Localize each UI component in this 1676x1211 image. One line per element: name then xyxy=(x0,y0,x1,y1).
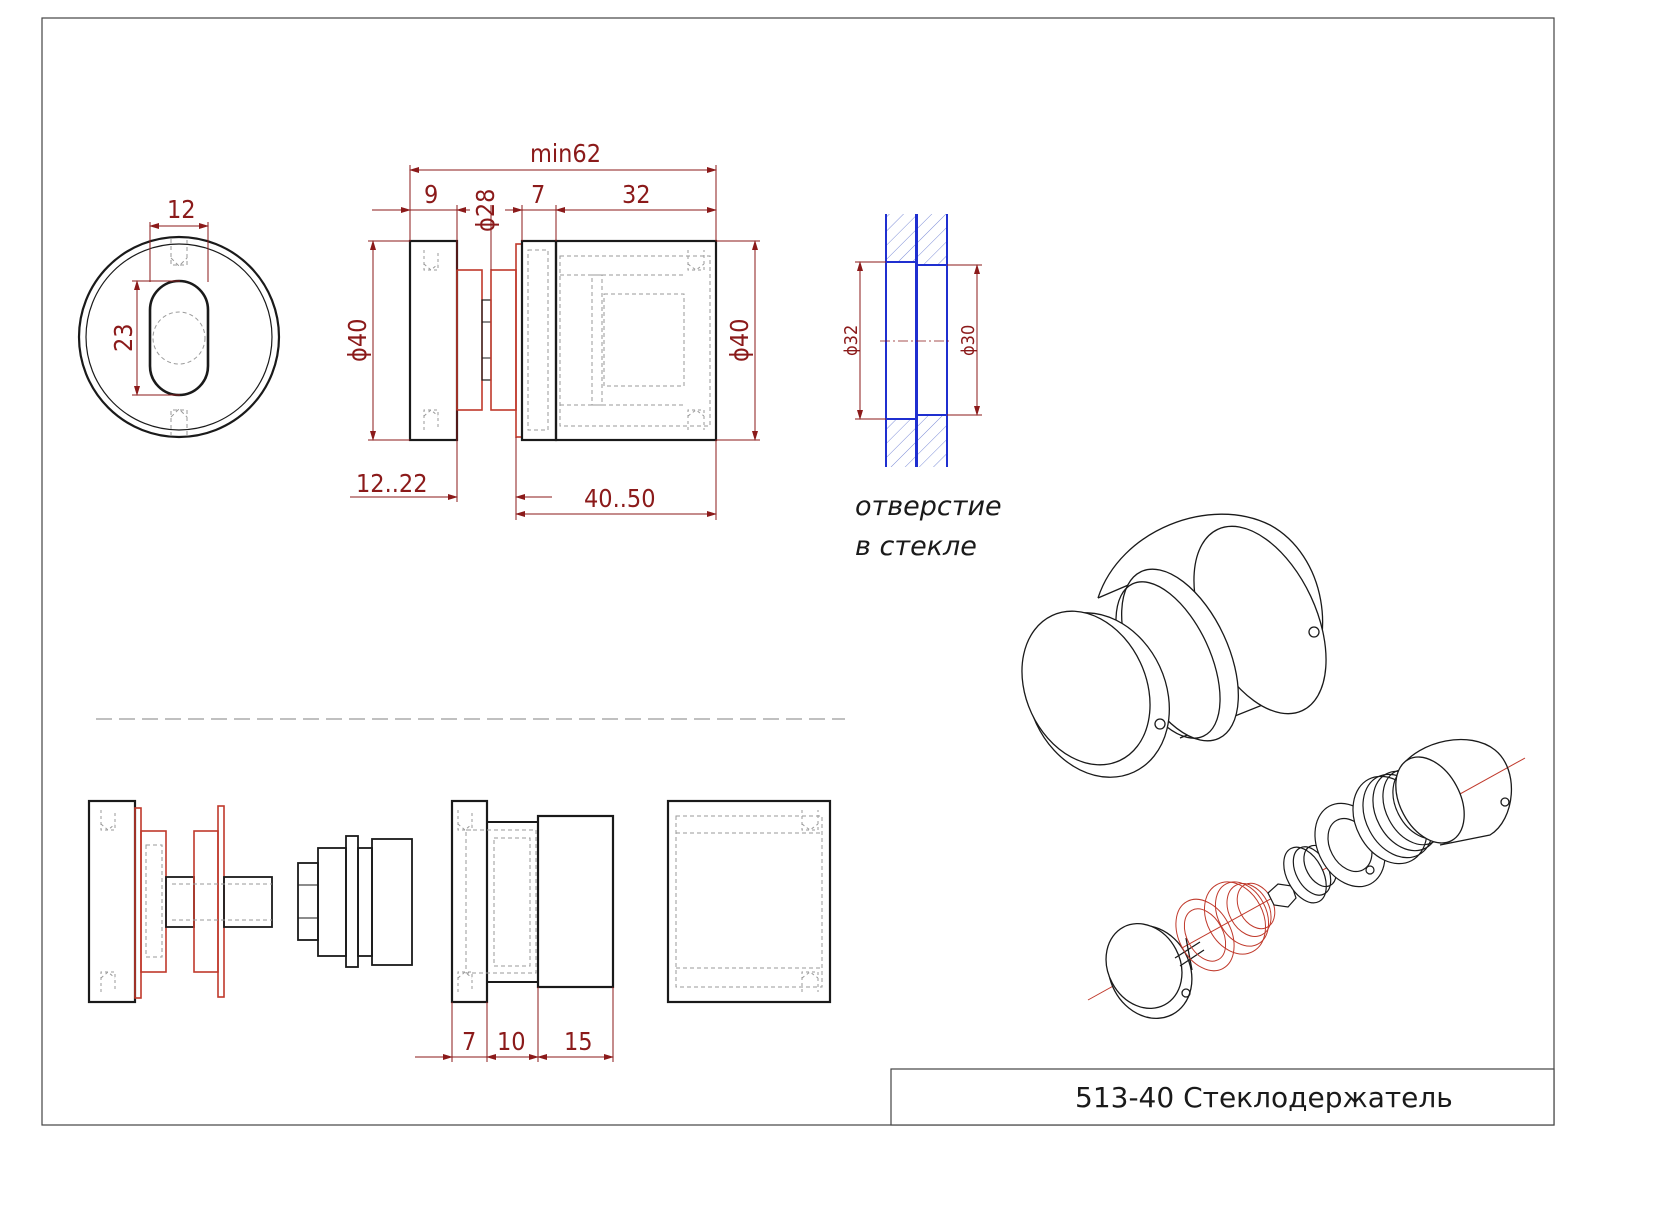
gasket-left xyxy=(456,269,483,411)
dim-washer-diameter: ϕ28 xyxy=(471,189,500,232)
glass-note-line2: в стекле xyxy=(855,531,977,562)
dim-exploded-b: 10 xyxy=(497,1027,526,1056)
dim-glass-range: 12..22 xyxy=(356,469,428,498)
front-view: 12 23 xyxy=(77,195,281,439)
isometric-exploded xyxy=(1087,738,1526,1020)
outer-circle xyxy=(77,235,281,439)
dim-exploded-c: 15 xyxy=(564,1027,593,1056)
dim-hole-inner: ϕ30 xyxy=(958,325,979,356)
center-hole-hidden xyxy=(152,311,206,365)
title-block xyxy=(890,1068,1555,1126)
body-cylinder xyxy=(554,239,718,442)
dim-cap-thickness: 9 xyxy=(424,180,438,209)
isometric-assembled xyxy=(1021,513,1327,778)
dim-hole-outer: ϕ32 xyxy=(841,325,862,356)
sheet-frame xyxy=(41,17,1555,1126)
dim-left-diameter: ϕ40 xyxy=(343,319,372,362)
side-view: min62 9 ϕ28 7 32 ϕ40 ϕ40 12..22 40..50 xyxy=(343,139,760,520)
slot xyxy=(148,279,210,397)
glass-note-line1: отверстие xyxy=(855,491,1002,522)
exploded-parts: 7 10 15 xyxy=(87,799,832,1062)
drawing-title: 513-40 Стеклодержатель xyxy=(1075,1081,1453,1114)
drawing-sheet: 12 23 xyxy=(41,17,1555,1126)
gasket-right xyxy=(490,269,517,411)
cap-disc xyxy=(408,239,459,442)
dim-exploded-a: 7 xyxy=(462,1027,476,1056)
dim-right-diameter: ϕ40 xyxy=(725,319,754,362)
dim-flange-thickness: 7 xyxy=(531,180,545,209)
dim-total-length: min62 xyxy=(530,139,601,168)
flange xyxy=(520,239,558,442)
glass-hole-section: ϕ32 ϕ30 отверстие в стекле xyxy=(841,214,1002,562)
dim-wall-range: 40..50 xyxy=(584,484,656,513)
dim-front-height: 23 xyxy=(109,323,138,352)
inner-circle xyxy=(85,243,273,431)
dim-body-length: 32 xyxy=(622,180,651,209)
dim-front-width: 12 xyxy=(167,195,196,224)
